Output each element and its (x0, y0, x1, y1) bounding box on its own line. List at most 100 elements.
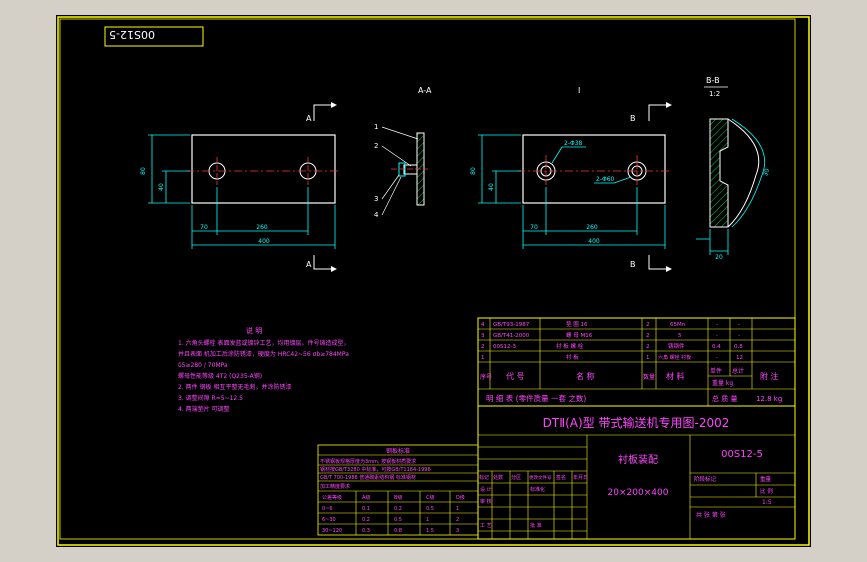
section-b-top-label: B (630, 114, 636, 123)
section-aa-label: A-A (418, 86, 432, 95)
callout-2: 2 (374, 142, 378, 150)
part-r2-6: 0.8 (734, 344, 743, 350)
part-r0-3: 2 (646, 322, 650, 328)
tol-header-2: B级 (394, 494, 402, 501)
bb-dim-w: 20 (715, 254, 723, 261)
drawing-name: 衬板装配 (618, 453, 658, 466)
code-stamp: 00S12-5 (109, 28, 155, 41)
tol-r2-0: 30~120 (322, 528, 342, 534)
weight-label: 重量 (760, 475, 772, 483)
right-dim-hole2: 2-Φ60 (596, 176, 615, 183)
title-block: DTⅡ(A)型 带式输送机专用图-2002 衬板装配 20×200×400 00… (477, 405, 796, 540)
right-dim-offset: 70 (530, 224, 538, 231)
cad-viewport[interactable]: 00S12-5 A A 80 40 7 (56, 15, 811, 547)
tolerance-line-3: GB/T 700-1988 普通碳素结构钢 标准钢材 (320, 474, 416, 481)
part-r3-0: 1 (481, 355, 485, 361)
tol-r0-4: 1 (456, 506, 459, 512)
section-b-bottom-arrow (648, 255, 666, 270)
part-r1-3: 2 (646, 333, 650, 339)
part-r1-2: 螺 母 M16 (566, 331, 593, 339)
part-r0-6: - (738, 322, 740, 328)
tol-r1-1: 0.2 (362, 517, 370, 523)
note-line-2: 并且表面 机加工后涂防锈漆，硬度为 HRC42~56 σb≥784MPa (178, 350, 349, 358)
tolerance-line-4: 加工精度要求 (320, 483, 350, 490)
right-plate-outline (522, 134, 666, 204)
arrow-head (331, 266, 337, 272)
note-line-7: 4. 两端垫片 可调整 (178, 405, 230, 413)
main-title: DTⅡ(A)型 带式输送机专用图-2002 (543, 415, 730, 430)
notes-title: 说 明 (246, 326, 262, 335)
parts-total-label: 总 质 量 (712, 394, 737, 403)
section-aa-view: A-A 1 2 3 4 (374, 86, 432, 219)
section-bb-scale: 1:2 (709, 90, 720, 98)
parts-header-qty: 数量 (643, 373, 655, 381)
sign-col-0: 标记 (479, 474, 489, 481)
part-r1-1: GB/T41-2000 (493, 333, 530, 339)
arrow-head (666, 266, 672, 272)
tol-header-1: A级 (362, 494, 370, 501)
section-a-top-arrow (313, 104, 331, 121)
section-a-top-label: A (306, 114, 312, 123)
part-r3-3: 1 (646, 355, 650, 361)
tol-header-0: 公差等级 (322, 494, 342, 501)
sign-col-5: 年月日 (573, 474, 588, 481)
part-r3-6: 12 (736, 355, 743, 361)
part-r2-1: 00S12-3 (493, 344, 516, 350)
bb-dim-side: 30 (762, 168, 771, 178)
note-line-1: 1. 六角头螺栓 表面发蓝或镀锌工艺，均用镀层，件号铸造成型， (178, 339, 350, 347)
parts-footer-note: 明 细 表 (零件质量 一套 之数) (486, 393, 586, 403)
sign-row-3: 批 准 (530, 522, 542, 529)
parts-header-total: 总计 (732, 367, 744, 375)
drawing-spec: 20×200×400 (608, 488, 669, 498)
code-stamp-box (104, 26, 204, 47)
tol-r0-1: 0.1 (362, 506, 370, 512)
part-r0-2: 垫 圈 16 (566, 320, 588, 328)
sheet-label: 共 张 第 张 (696, 511, 726, 519)
part-r2-4: 铸钢件 (668, 342, 685, 350)
parts-header-remark: 附 注 (760, 371, 779, 381)
part-r2-3: 2 (646, 344, 650, 350)
left-dim-spacing: 260 (256, 224, 268, 231)
scale-label: 比 例 (760, 487, 773, 495)
technical-notes: 说 明 1. 六角头螺栓 表面发蓝或镀锌工艺，均用镀层，件号铸造成型， 并且表面… (178, 326, 350, 413)
note-line-6: 3. 调整间隙 R=5~12.5 (178, 394, 243, 402)
part-r1-5: - (716, 333, 718, 339)
section-aa-bolt (403, 164, 418, 175)
tol-r0-0: 0~6 (322, 506, 333, 512)
tolerance-line-1: 不锈钢板规格厚度为3mm, 按钢板材质要求 (320, 458, 416, 465)
right-dim-hole1: 2-Φ38 (564, 140, 583, 147)
section-b-top-arrow (648, 104, 666, 121)
sign-col-2: 分区 (511, 474, 521, 481)
left-dim-offset: 70 (200, 224, 208, 231)
left-dim-hole-height: 40 (158, 183, 165, 191)
left-dim-width: 400 (258, 238, 270, 245)
section-bb-plate (709, 118, 729, 228)
parts-list: 4 GB/T93-1987 垫 圈 16 2 65Mn - - 3 GB/T41… (477, 317, 796, 407)
arrow-head (666, 102, 672, 108)
callout-3: 3 (374, 195, 378, 203)
part-r1-4: 5 (678, 333, 682, 339)
part-r3-5: - (716, 355, 718, 361)
tol-r2-3: 1.5 (426, 528, 434, 534)
right-plate-view: I B B (470, 86, 672, 272)
section-bb-view: B-B 1:2 20 30 (696, 76, 771, 261)
section-aa-nut (398, 162, 406, 177)
drawing-sheet: 00S12-5 A A 80 40 7 (57, 16, 810, 546)
note-line-3: δ5≥280 / 70MPa (178, 362, 228, 369)
scale-value: 1:5 (762, 499, 772, 506)
tol-r0-3: 0.5 (426, 506, 434, 512)
sign-col-1: 处数 (493, 474, 503, 481)
std-label: 标准化 (530, 486, 545, 493)
parts-header-material: 材 料 (666, 371, 685, 381)
note-line-5: 2. 两件 钢板 相互平整无毛刺，并涂防锈漆 (178, 383, 291, 391)
section-bb-arc (727, 118, 760, 228)
part-r3-2: 衬 板 (566, 353, 579, 361)
arrow-head (331, 102, 337, 108)
section-a-bottom-arrow (313, 255, 331, 270)
sign-row-2: 工 艺 (480, 523, 492, 529)
callout-4: 4 (374, 211, 379, 219)
tol-r1-2: 0.5 (394, 517, 402, 523)
part-r1-6: - (738, 333, 740, 339)
part-r1-0: 3 (481, 333, 485, 339)
tolerance-title: 钢板标准 (386, 447, 410, 455)
